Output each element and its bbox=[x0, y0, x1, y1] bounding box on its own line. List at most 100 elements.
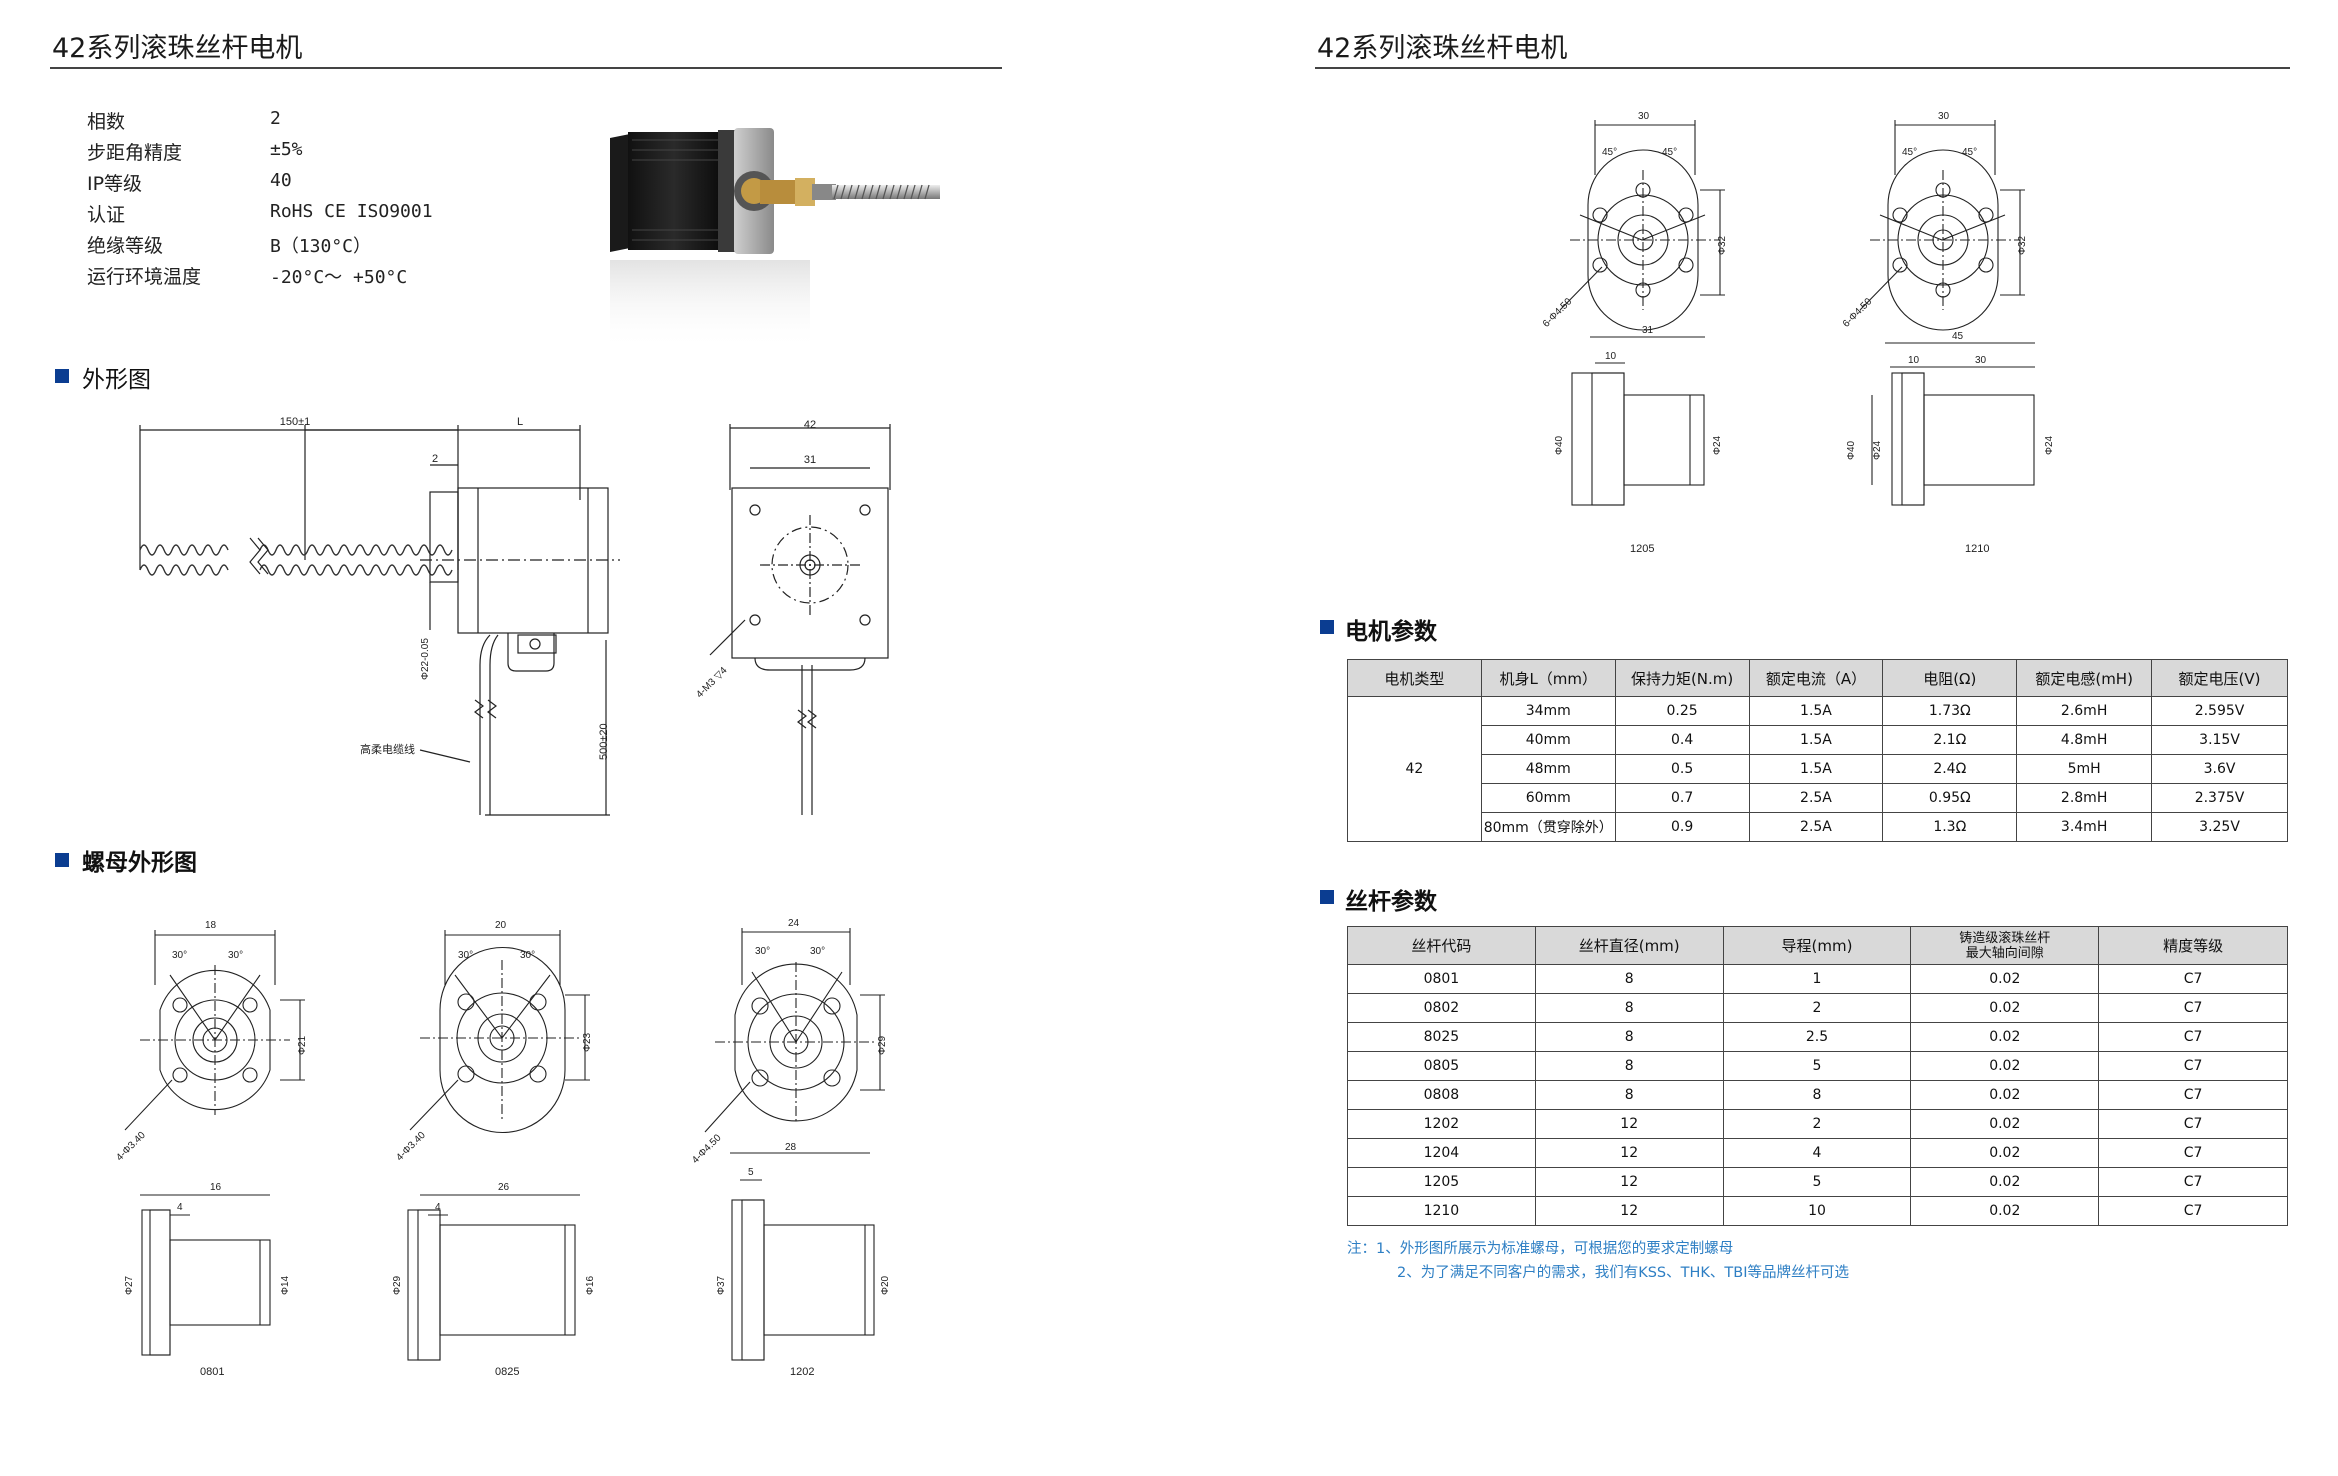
nut-angle: 30° bbox=[810, 946, 825, 957]
table-cell: 3.6V bbox=[2151, 754, 2288, 784]
table-cell: 2.5A bbox=[1748, 783, 1884, 813]
table-cell: 3.25V bbox=[2151, 812, 2288, 842]
nut-drawing-1210: 30 45° 45° Φ32 6-Φ4.50 45 10 30 Φ40 Φ24 … bbox=[1841, 111, 2055, 555]
table-cell: 12 bbox=[1534, 1196, 1724, 1226]
section-outline-title: 外形图 bbox=[82, 367, 151, 393]
nut-angle: 45° bbox=[1602, 147, 1617, 158]
nut-angle: 30° bbox=[458, 950, 473, 961]
table-header-row: 丝杆代码 丝杆直径(mm) 导程(mm) 铸造级滚珠丝杆 最大轴向间隙 精度等级 bbox=[1347, 926, 2288, 965]
table-cell: 5 bbox=[1722, 1051, 1912, 1081]
spec-value: ±5% bbox=[270, 139, 303, 160]
table-cell: C7 bbox=[2098, 1080, 2288, 1110]
dim-phi22: Φ22-0.05 bbox=[420, 638, 431, 680]
table-header: 保持力矩(N.m) bbox=[1614, 659, 1750, 697]
table-header: 精度等级 bbox=[2098, 926, 2288, 965]
nut-side-width: 16 bbox=[210, 1182, 222, 1193]
table-cell: 12 bbox=[1534, 1138, 1724, 1168]
section-marker bbox=[55, 853, 69, 867]
note-line-2: 2、为了满足不同客户的需求，我们有KSS、THK、TBI等品牌丝杆可选 bbox=[1397, 1265, 1849, 1281]
nut-flange: 4 bbox=[177, 1202, 183, 1213]
nut-angle: 30° bbox=[172, 950, 187, 961]
table-cell: 8025 bbox=[1347, 1022, 1536, 1052]
dim-L: L bbox=[517, 416, 523, 428]
table-cell: 1204 bbox=[1347, 1138, 1536, 1168]
nut-code: 1202 bbox=[790, 1366, 814, 1378]
table-cell: 0.25 bbox=[1614, 696, 1750, 726]
table-header: 丝杆代码 bbox=[1347, 926, 1536, 965]
table-cell: 0.95Ω bbox=[1882, 783, 2018, 813]
table-header-line: 最大轴向间隙 bbox=[1965, 945, 2044, 961]
nut-flange: 5 bbox=[748, 1167, 754, 1178]
motor-section-title: 电机参数 bbox=[1345, 619, 1437, 645]
table-cell: 0.02 bbox=[1910, 964, 2100, 994]
dim-150: 150±1 bbox=[280, 416, 311, 428]
nut-angle: 45° bbox=[1662, 147, 1677, 158]
table-cell: 10 bbox=[1722, 1196, 1912, 1226]
nut-flange: 10 bbox=[1908, 355, 1920, 366]
table-cell: 40mm bbox=[1480, 725, 1616, 755]
nut-top-width: 30 bbox=[1638, 111, 1650, 122]
table-cell: C7 bbox=[2098, 1196, 2288, 1226]
nut-side-width: 28 bbox=[785, 1142, 797, 1153]
table-cell: 0802 bbox=[1347, 993, 1536, 1023]
nut-holes: 4-Φ4.50 bbox=[690, 1132, 724, 1166]
table-cell: 8 bbox=[1534, 1051, 1724, 1081]
table-cell: 2.1Ω bbox=[1882, 725, 2018, 755]
table-cell: 8 bbox=[1534, 1080, 1724, 1110]
nut-bd: Φ14 bbox=[280, 1275, 291, 1295]
nut-od: Φ37 bbox=[716, 1275, 727, 1295]
table-cell: 0.5 bbox=[1614, 754, 1750, 784]
dim-500: 500±20 bbox=[598, 723, 610, 760]
table-cell: 0808 bbox=[1347, 1080, 1536, 1110]
table-row: 40mm 0.4 1.5A 2.1Ω 4.8mH 3.15V bbox=[1348, 725, 2288, 755]
nut-code: 0801 bbox=[200, 1366, 224, 1378]
note-line-1: 注：1、外形图所展示为标准螺母，可根据您的要求定制螺母 bbox=[1347, 1241, 1734, 1257]
table-cell: 0.02 bbox=[1910, 993, 2100, 1023]
motor-product-photo bbox=[610, 128, 940, 350]
table-cell: 0.02 bbox=[1910, 1080, 2100, 1110]
table-cell: 2.8mH bbox=[2016, 783, 2153, 813]
table-cell: 8 bbox=[1534, 993, 1724, 1023]
nut-angle: 30° bbox=[228, 950, 243, 961]
nut-drawing-1202: 24 30° 30° Φ29 4-Φ4.50 28 5 Φ37 Φ20 1202 bbox=[690, 918, 891, 1378]
nut-code: 0825 bbox=[495, 1366, 519, 1378]
table-cell: C7 bbox=[2098, 1051, 2288, 1081]
table-cell: 0801 bbox=[1347, 964, 1536, 994]
nut-top-width: 18 bbox=[205, 920, 217, 931]
nut-od: Φ40 bbox=[1554, 435, 1565, 455]
table-header-line: 铸造级滚珠丝杆 bbox=[1959, 930, 2051, 946]
table-cell: C7 bbox=[2098, 1109, 2288, 1139]
right-title-rule bbox=[1315, 67, 2290, 69]
table-header: 机身L（mm） bbox=[1480, 659, 1616, 697]
nut-code: 1210 bbox=[1965, 543, 1989, 555]
spec-label: IP等级 bbox=[87, 173, 143, 195]
nut-pcd: Φ32 bbox=[1717, 235, 1728, 255]
nut-holes: 4-Φ3.40 bbox=[114, 1130, 148, 1164]
table-cell: 8 bbox=[1534, 964, 1724, 994]
nut-drawing-0825: 20 30° 30° Φ23 4-Φ3.40 26 4 Φ29 Φ16 0825 bbox=[392, 920, 596, 1378]
nut-pcd: Φ23 bbox=[582, 1032, 593, 1052]
table-cell: 2.5 bbox=[1722, 1022, 1912, 1052]
table-cell: 0.02 bbox=[1910, 1109, 2100, 1139]
screw-section-title: 丝杆参数 bbox=[1345, 889, 1437, 915]
table-cell: 0.02 bbox=[1910, 1196, 2100, 1226]
table-cell: 0.4 bbox=[1614, 725, 1750, 755]
nut-top-width: 24 bbox=[788, 918, 800, 929]
table-cell: 3.15V bbox=[2151, 725, 2288, 755]
table-row: 42 34mm 0.25 1.5A 1.73Ω 2.6mH 2.595V bbox=[1347, 696, 2288, 842]
nut-holes: 6-Φ4.50 bbox=[1841, 296, 1875, 330]
table-cell: 2 bbox=[1722, 993, 1912, 1023]
motor-params-table: 电机类型 机身L（mm） 保持力矩(N.m) 额定电流（A） 电阻(Ω) 额定电… bbox=[1347, 659, 2288, 842]
table-cell: 1 bbox=[1722, 964, 1912, 994]
right-page-title: 42系列滚珠丝杆电机 bbox=[1317, 33, 1568, 64]
nut-od: Φ29 bbox=[392, 1275, 403, 1295]
section-nut-title: 螺母外形图 bbox=[82, 850, 197, 876]
table-header: 额定电压(V) bbox=[2151, 659, 2288, 697]
table-cell: 48mm bbox=[1480, 754, 1616, 784]
table-cell: 1202 bbox=[1347, 1109, 1536, 1139]
table-cell: 80mm（贯穿除外） bbox=[1480, 812, 1616, 842]
